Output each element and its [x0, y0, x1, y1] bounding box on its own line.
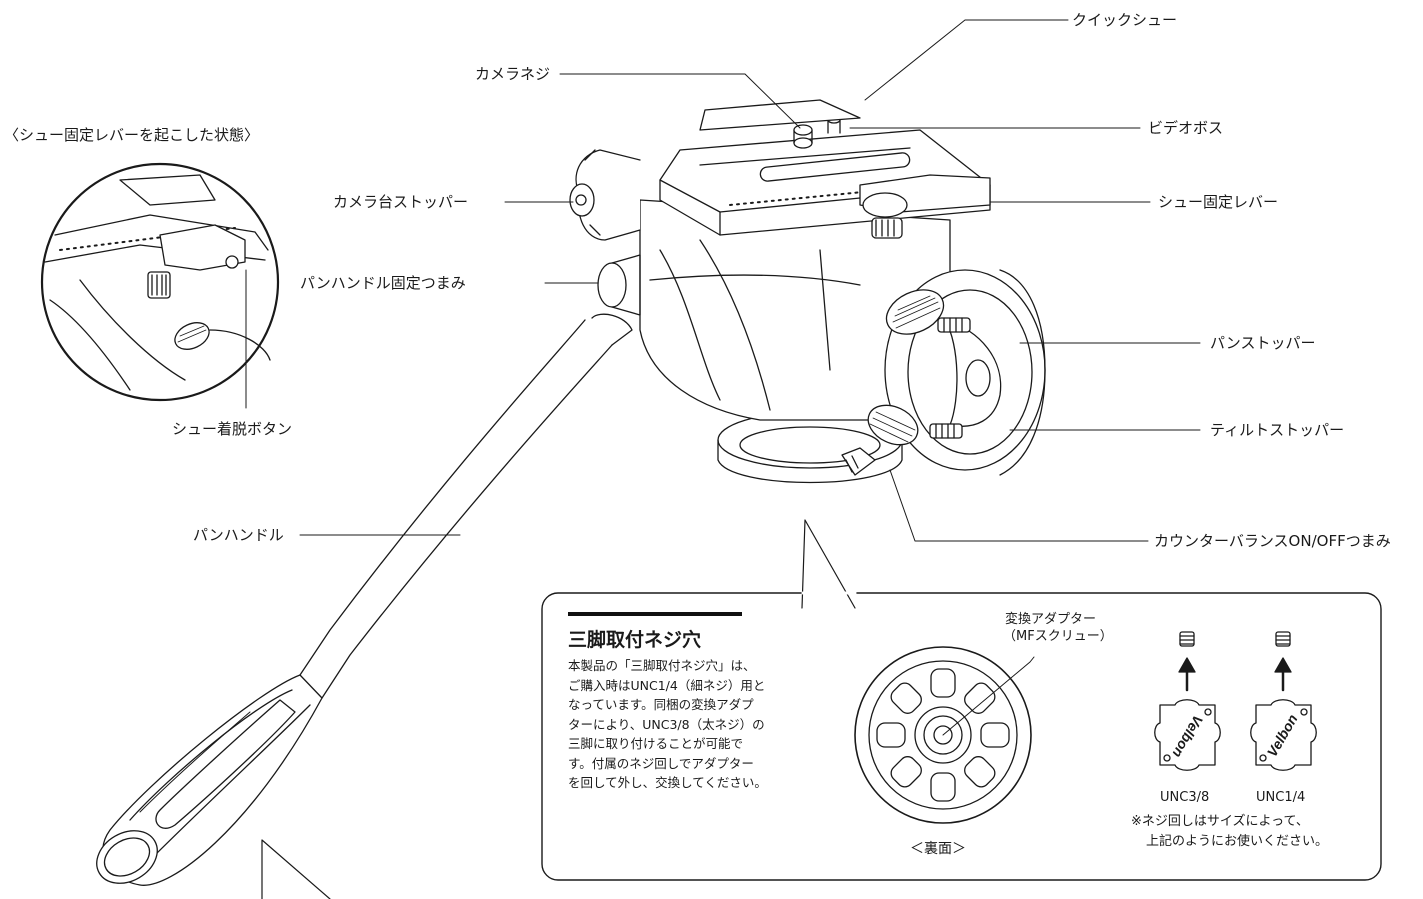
info-box-frame: [541, 592, 1382, 881]
label-raised-state: 〈シュー固定レバーを起こした状態〉: [4, 126, 260, 144]
label-camera-screw: カメラネジ: [475, 65, 551, 83]
tool-note-line2: 上記のようにお使いください。: [1146, 834, 1329, 849]
info-box-title: 三脚取付ネジ穴: [568, 629, 702, 651]
info-box-body: 本製品の「三脚取付ネジ穴」は、 ご購入時はUNC1/4（細ネジ）用と なっていま…: [568, 658, 767, 790]
label-quick-shoe: クイックシュー: [1072, 11, 1178, 29]
tripod-mount-bottom-view: [854, 646, 1035, 824]
size-label-left: UNC3/8: [1160, 790, 1210, 805]
leader-lines: [245, 19, 1201, 899]
adapter-label: 変換アダプター: [1005, 612, 1097, 627]
label-video-boss: ビデオボス: [1148, 119, 1224, 137]
label-counter-balance: カウンターバランスON/OFFつまみ: [1154, 532, 1391, 550]
pan-handle-drawing: [96, 313, 633, 886]
label-pan-handle-knob: パンハンドル固定つまみ: [300, 274, 466, 292]
inset-lever-raised: [40, 162, 280, 402]
label-shoe-release: シュー着脱ボタン: [172, 420, 293, 438]
size-label-right: UNC1/4: [1256, 790, 1306, 805]
label-camera-stopper: カメラ台ストッパー: [333, 193, 469, 211]
screwdriver-tool-left: [1154, 699, 1221, 771]
screw-right: [1275, 631, 1291, 647]
adapter-label-sub: （MFスクリュー）: [1003, 629, 1113, 644]
screw-left: [1179, 631, 1195, 647]
screwdriver-tool-right: [1250, 699, 1317, 771]
bottom-view-caption: ＜裏面＞: [910, 841, 966, 857]
label-pan-stopper: パンストッパー: [1210, 334, 1316, 352]
label-shoe-lever: シュー固定レバー: [1158, 193, 1279, 211]
info-box-title-bar: [568, 612, 742, 616]
label-pan-handle: パンハンドル: [193, 526, 284, 544]
tool-note-line1: ※ネジ回しはサイズによって、: [1131, 814, 1309, 829]
label-tilt-stopper: ティルトストッパー: [1210, 421, 1345, 439]
head-body-drawing: [569, 99, 1046, 484]
